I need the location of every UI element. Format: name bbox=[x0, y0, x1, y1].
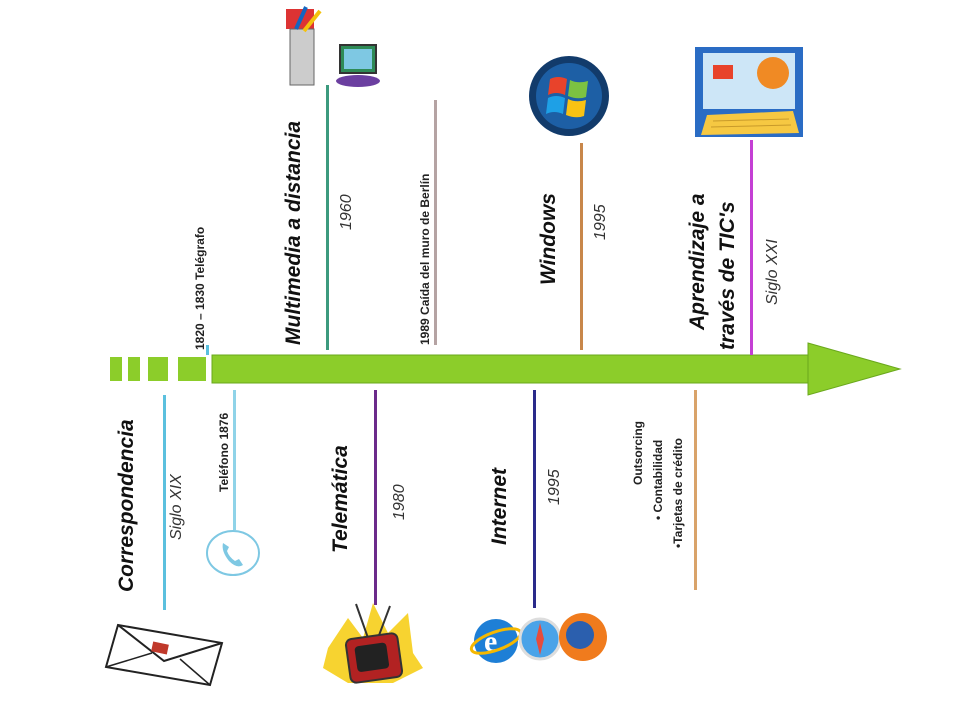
multimedia-year: 1960 bbox=[338, 194, 355, 230]
aprendizaje-label-1: Aprendizaje a bbox=[686, 193, 709, 330]
correspondencia-line bbox=[163, 395, 166, 610]
elearning-screen-icon bbox=[695, 47, 803, 137]
browser-logos-icon: e bbox=[469, 613, 607, 663]
arrow-dash-4 bbox=[178, 357, 206, 381]
internet-line bbox=[533, 390, 536, 608]
arrow-shaft bbox=[211, 354, 813, 384]
internet-year: 1995 bbox=[546, 469, 563, 505]
internet-label: Internet bbox=[488, 467, 511, 545]
multimedia-line bbox=[326, 85, 329, 350]
telematica-year: 1980 bbox=[391, 484, 408, 520]
arrow-dash-1 bbox=[110, 357, 122, 381]
timeline-arrow bbox=[110, 342, 902, 396]
telefono-line bbox=[233, 390, 236, 530]
aprendizaje-year: Siglo XXI bbox=[764, 239, 781, 305]
windows-line bbox=[580, 143, 583, 350]
arrow-dash-2 bbox=[128, 357, 140, 381]
phone-icon bbox=[206, 530, 260, 576]
telegrafo-line bbox=[206, 345, 209, 355]
berlin-label: 1989 Caída del muro de Berlín bbox=[418, 173, 432, 345]
windows-logo-icon bbox=[529, 56, 609, 136]
outsourcing-label-3: •Tarjetas de crédito bbox=[671, 437, 685, 548]
arrow-head bbox=[807, 342, 902, 396]
outsourcing-label-2: • Contabilidad bbox=[651, 439, 665, 520]
multimedia-label: Multimedia a distancia bbox=[282, 120, 305, 345]
arrow-dash-3 bbox=[148, 357, 168, 381]
telefono-label: Teléfono 1876 bbox=[217, 412, 231, 492]
telematica-line bbox=[374, 390, 377, 605]
outsourcing-label-1: Outsorcing bbox=[631, 420, 645, 485]
envelope-icon bbox=[104, 623, 224, 687]
windows-year: 1995 bbox=[592, 204, 609, 240]
office-tools-icon bbox=[286, 6, 380, 87]
aprendizaje-line bbox=[750, 140, 753, 355]
windows-label: Windows bbox=[537, 193, 560, 285]
berlin-line bbox=[434, 100, 437, 345]
correspondencia-label: Correspondencia bbox=[115, 419, 138, 592]
telegrafo-label: 1820 – 1830 Telégrafo bbox=[193, 226, 207, 350]
aprendizaje-label-2: través de TIC's bbox=[716, 201, 739, 350]
correspondencia-year: Siglo XIX bbox=[168, 474, 185, 540]
telematica-label: Telemática bbox=[329, 445, 352, 553]
tv-icon bbox=[323, 603, 423, 684]
outsourcing-line bbox=[694, 390, 697, 590]
